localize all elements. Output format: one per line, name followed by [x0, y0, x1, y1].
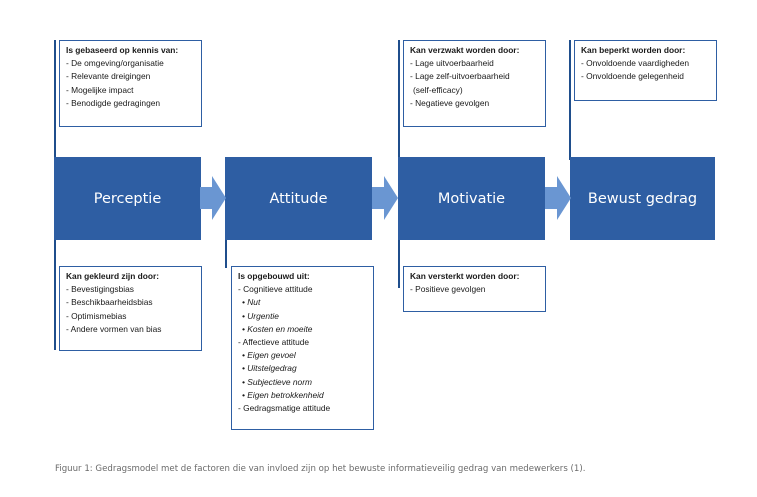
list-item: - Optimismebias — [66, 310, 127, 321]
list-item: • Urgentie — [242, 310, 279, 321]
stage-attitude: Attitude — [225, 157, 372, 240]
list-item: • Subjectieve norm — [242, 376, 312, 387]
list-item: - Positieve gevolgen — [410, 284, 486, 295]
list-item: - Cognitieve attitude — [238, 284, 313, 295]
list-item: - Negatieve gevolgen — [410, 97, 490, 108]
list-item: - Beschikbaarheidsbias — [66, 297, 153, 308]
list-item: • Kosten en moeite — [242, 323, 313, 334]
box-heading: Kan verzwakt worden door: — [410, 45, 520, 55]
stage-motivatie: Motivatie — [398, 157, 545, 240]
connector-bewust — [569, 40, 571, 160]
motivatie-weaken-box: Kan verzwakt worden door: - Lage uitvoer… — [403, 40, 546, 127]
box-heading: Kan beperkt worden door: — [581, 45, 686, 55]
list-item: • Eigen betrokkenheid — [242, 389, 324, 400]
box-heading: Kan versterkt worden door: — [410, 271, 520, 281]
list-item: • Eigen gevoel — [242, 350, 296, 361]
list-item: - Benodigde gedragingen — [66, 97, 161, 108]
box-heading: Kan gekleurd zijn door: — [66, 271, 160, 281]
list-item: - Onvoldoende vaardigheden — [581, 58, 690, 69]
list-item: - Andere vormen van bias — [66, 323, 162, 334]
list-item: - Relevante dreigingen — [66, 71, 151, 82]
stage-perceptie: Perceptie — [54, 157, 201, 240]
connector-attitude — [225, 240, 227, 268]
attitude-components-box: Is opgebouwd uit: - Cognitieve attitude … — [231, 266, 374, 430]
list-item: - Lage uitvoerbaarheid — [410, 58, 494, 69]
arrow-right-icon — [200, 176, 226, 220]
list-item: - De omgeving/organisatie — [66, 58, 164, 69]
list-item: - Gedragsmatige attitude — [238, 403, 331, 414]
list-item: • Uitstelgedrag — [242, 363, 297, 374]
arrow-right-icon — [545, 176, 571, 220]
arrow-right-icon — [372, 176, 398, 220]
figure-caption: Figuur 1: Gedragsmodel met de factoren d… — [55, 464, 586, 474]
list-item: • Nut — [242, 297, 261, 308]
bewust-limit-box: Kan beperkt worden door: - Onvoldoende v… — [574, 40, 717, 101]
list-item: (self-efficacy) — [413, 84, 463, 95]
list-item: - Bevestigingsbias — [66, 284, 134, 295]
box-heading: Is gebaseerd op kennis van: — [66, 45, 179, 55]
list-item: - Onvoldoende gelegenheid — [581, 71, 684, 82]
list-item: - Affectieve attitude — [238, 337, 310, 348]
perceptie-knowledge-box: Is gebaseerd op kennis van: - De omgevin… — [59, 40, 202, 127]
box-heading: Is opgebouwd uit: — [238, 271, 310, 281]
list-item: - Mogelijke impact — [66, 84, 134, 95]
list-item: - Lage zelf-uitvoerbaarheid — [410, 71, 510, 82]
perceptie-bias-box: Kan gekleurd zijn door: - Bevestigingsbi… — [59, 266, 202, 351]
stage-bewust-gedrag: Bewust gedrag — [570, 157, 715, 240]
motivatie-strengthen-box: Kan versterkt worden door: - Positieve g… — [403, 266, 546, 312]
